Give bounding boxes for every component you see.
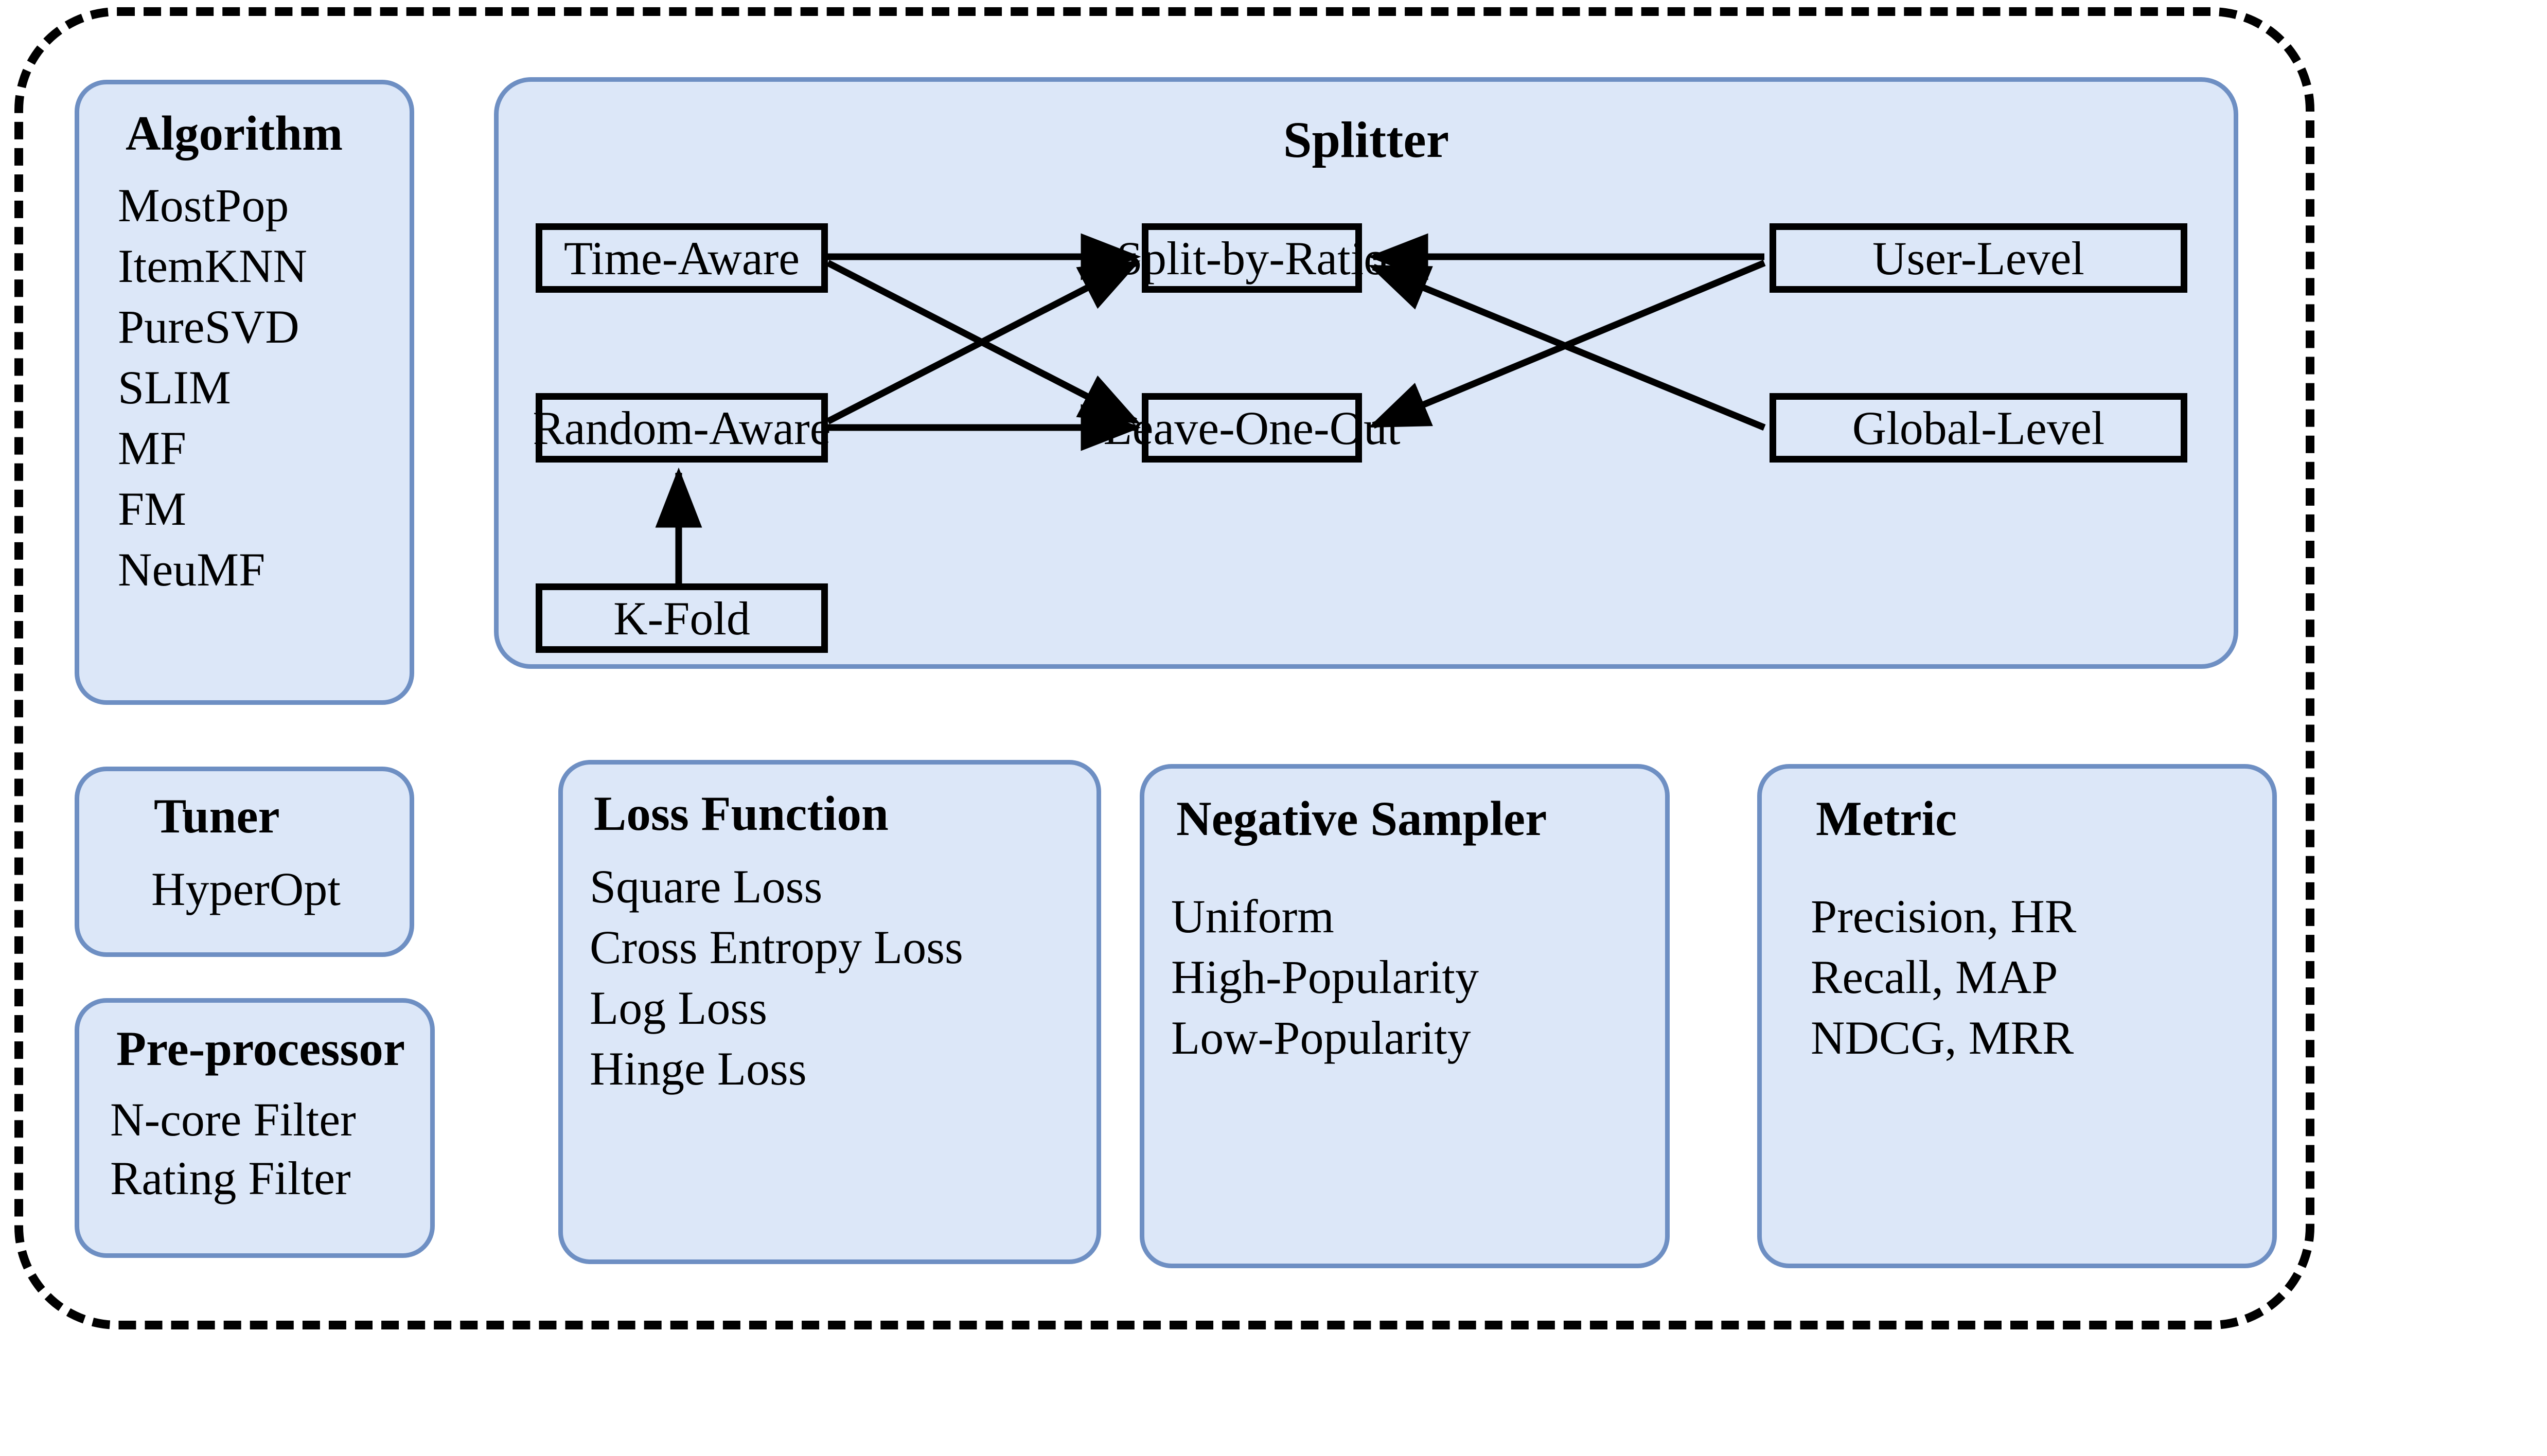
metric-item-ndcg-mrr: NDCG, MRR	[1811, 1011, 2074, 1064]
algorithm-item-slim: SLIM	[118, 361, 231, 414]
tuner-panel: Tuner HyperOpt	[75, 767, 414, 957]
algorithm-item-mf: MF	[118, 422, 186, 474]
algorithm-list: MostPop ItemKNN PureSVD SLIM MF FM NeuMF	[118, 182, 410, 593]
metric-item-precision-hr: Precision, HR	[1811, 890, 2077, 943]
outer-dashed-frame	[14, 7, 2314, 1329]
loss-item-hinge-loss: Hinge Loss	[590, 1042, 807, 1095]
splitter-title: Splitter	[1283, 111, 1449, 168]
negative-sampler-list: Uniform High-Popularity Low-Popularity	[1171, 893, 1665, 1061]
algorithm-item-puresvd: PureSVD	[118, 300, 299, 353]
tuner-item-hyperopt: HyperOpt	[151, 863, 341, 915]
negative-sampler-item-low-popularity: Low-Popularity	[1171, 1011, 1471, 1064]
splitter-node-random-aware[interactable]: Random-Aware	[533, 393, 831, 463]
metric-title: Metric	[1816, 791, 1957, 846]
preprocessor-title: Pre-processor	[116, 1021, 405, 1076]
loss-item-square-loss: Square Loss	[590, 860, 823, 913]
algorithm-item-itemknn: ItemKNN	[118, 240, 307, 292]
algorithm-item-neumf: NeuMF	[118, 543, 266, 596]
preprocessor-list: N-core Filter Rating Filter	[110, 1096, 430, 1202]
algorithm-item-fm: FM	[118, 483, 186, 535]
metric-list: Precision, HR Recall, MAP NDCG, MRR	[1811, 893, 2272, 1061]
splitter-node-k-fold[interactable]: K-Fold	[536, 583, 828, 653]
loss-item-cross-entropy-loss: Cross Entropy Loss	[590, 921, 963, 973]
preprocessor-panel: Pre-processor N-core Filter Rating Filte…	[75, 998, 435, 1258]
splitter-node-leave-one-out[interactable]: Leave-One-Out	[1103, 393, 1401, 463]
splitter-edges	[655, 233, 1766, 586]
negative-sampler-item-high-popularity: High-Popularity	[1171, 951, 1479, 1003]
loss-item-log-loss: Log Loss	[590, 982, 767, 1034]
loss-function-title: Loss Function	[594, 786, 889, 841]
negative-sampler-item-uniform: Uniform	[1171, 890, 1334, 943]
tuner-title: Tuner	[154, 789, 280, 843]
splitter-panel: Splitter	[494, 77, 2238, 669]
negative-sampler-panel: Negative Sampler Uniform High-Popularity…	[1140, 764, 1670, 1268]
algorithm-panel: Algorithm MostPop ItemKNN PureSVD SLIM M…	[75, 80, 414, 705]
edge-random-aware-to-split-by-ratio	[826, 260, 1141, 424]
preprocessor-item-rating-filter: Rating Filter	[110, 1152, 351, 1204]
splitter-node-user-level[interactable]: User-Level	[1770, 223, 2187, 293]
preprocessor-item-n-core-filter: N-core Filter	[110, 1093, 356, 1146]
algorithm-title: Algorithm	[126, 106, 343, 161]
algorithm-item-mostpop: MostPop	[118, 179, 289, 232]
metric-panel: Metric Precision, HR Recall, MAP NDCG, M…	[1757, 764, 2277, 1268]
splitter-node-global-level[interactable]: Global-Level	[1770, 393, 2187, 463]
loss-function-list: Square Loss Cross Entropy Loss Log Loss …	[590, 863, 1096, 1092]
metric-item-recall-map: Recall, MAP	[1811, 951, 2058, 1003]
edge-global-level-to-split-by-ratio	[1368, 263, 1766, 431]
loss-function-panel: Loss Function Square Loss Cross Entropy …	[558, 760, 1101, 1264]
negative-sampler-title: Negative Sampler	[1176, 791, 1547, 846]
splitter-node-split-by-ratio[interactable]: Split-by-Ratio	[1117, 223, 1387, 293]
splitter-node-time-aware[interactable]: Time-Aware	[536, 223, 828, 293]
